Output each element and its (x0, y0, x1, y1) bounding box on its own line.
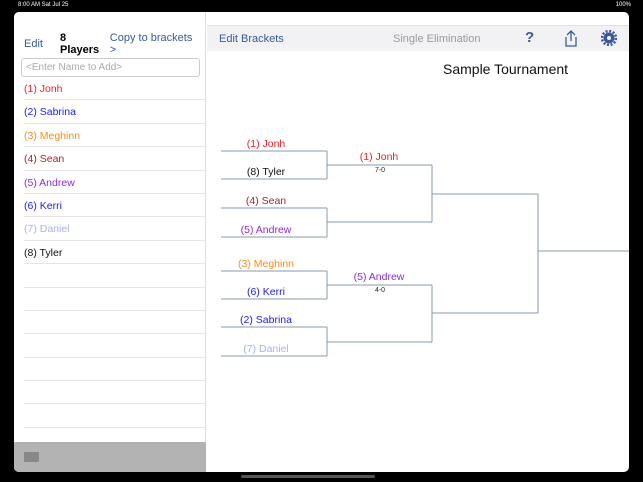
bracket-entry[interactable]: (4) Sean (245, 195, 287, 207)
home-indicator (241, 475, 375, 478)
share-icon[interactable] (564, 30, 578, 50)
mode-label[interactable]: Single Elimination (393, 33, 481, 45)
player-row[interactable]: (6) Kerri (24, 194, 206, 218)
gear-icon[interactable] (600, 29, 618, 49)
bracket-lines (221, 150, 629, 357)
status-time: 8:00 AM Sat Jul 25 (18, 2, 69, 8)
player-row[interactable]: (2) Sabrina (24, 100, 206, 124)
player-list: (1) Jonh(2) Sabrina(3) Meghinn(4) Sean(5… (24, 77, 206, 428)
bracket-entry[interactable]: (1) Jonh (246, 138, 286, 150)
contact-card-icon[interactable] (24, 452, 39, 462)
empty-row (24, 358, 206, 382)
player-row[interactable]: (7) Daniel (24, 217, 206, 241)
empty-row (24, 404, 206, 428)
toolbar: Edit Brackets Single Elimination ? (207, 25, 629, 51)
bracket-pane: Edit Brackets Single Elimination ? Sampl… (207, 12, 629, 472)
sidebar-footer (14, 442, 206, 472)
copy-to-brackets-button[interactable]: Copy to brackets > (109, 32, 193, 56)
status-bar: 8:00 AM Sat Jul 25 100% (18, 2, 631, 10)
empty-row (24, 311, 206, 335)
player-row[interactable]: (8) Tyler (24, 241, 206, 265)
player-row[interactable]: (1) Jonh (24, 77, 206, 101)
player-count: 8 Players (60, 32, 100, 56)
bracket-winner[interactable]: (5) Andrew (353, 271, 405, 283)
empty-row (24, 288, 206, 311)
match-score: 4-0 (374, 287, 386, 294)
bracket-winner[interactable]: (1) Jonh (359, 151, 399, 163)
player-row[interactable]: (4) Sean (24, 147, 206, 171)
tournament-title: Sample Tournament (443, 61, 569, 77)
app-window: Edit 8 Players Copy to brackets > <Enter… (14, 12, 629, 472)
empty-row (24, 264, 206, 288)
bracket-entry[interactable]: (7) Daniel (243, 343, 289, 355)
bracket-entry[interactable]: (6) Kerri (247, 286, 285, 298)
bracket-entry[interactable]: (8) Tyler (246, 166, 286, 178)
empty-row (24, 381, 206, 405)
edit-button[interactable]: Edit (24, 38, 43, 50)
bracket-entry[interactable]: (5) Andrew (240, 224, 292, 236)
edit-brackets-button[interactable]: Edit Brackets (219, 33, 284, 45)
bracket-entry[interactable]: (3) Meghinn (237, 258, 295, 270)
player-row[interactable]: (5) Andrew (24, 171, 206, 194)
battery: 100% (615, 2, 631, 8)
match-score: 7-0 (374, 167, 386, 174)
help-icon[interactable]: ? (525, 29, 535, 46)
bracket-entry[interactable]: (2) Sabrina (240, 314, 292, 326)
empty-row (24, 334, 206, 358)
name-input[interactable]: <Enter Name to Add> (21, 58, 200, 77)
sidebar: Edit 8 Players Copy to brackets > <Enter… (14, 12, 206, 472)
player-row[interactable]: (3) Meghinn (24, 124, 206, 148)
